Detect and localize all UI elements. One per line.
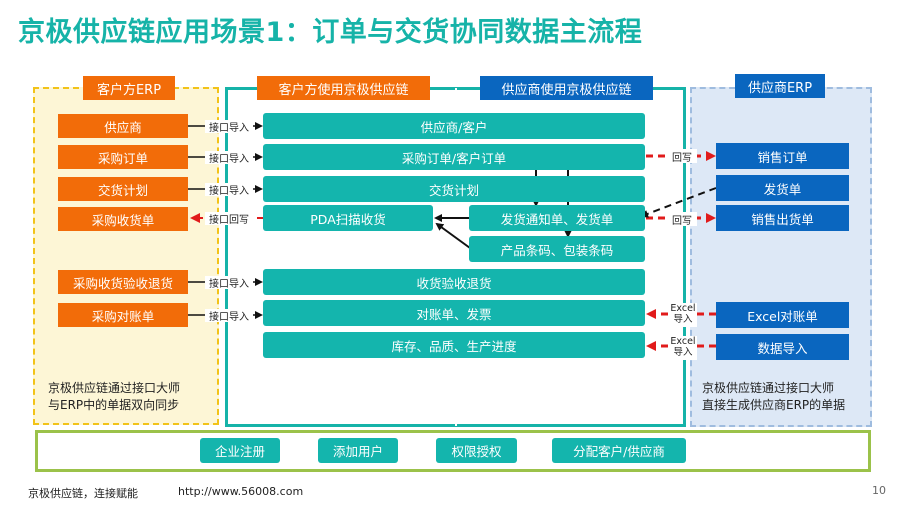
jd-item-reconciliation: 对账单、发票	[263, 300, 645, 326]
import-label: 接口导入	[205, 309, 253, 323]
header-supplier-jd: 供应商使用京极供应链	[480, 76, 653, 100]
step-authorize: 权限授权	[436, 438, 517, 463]
jd-item-return: 收货验收退货	[263, 269, 645, 295]
footer-url[interactable]: http://www.56008.com	[178, 485, 304, 498]
writeback-label: 接口回写	[205, 212, 253, 226]
customer-item-return: 采购收货验收退货	[58, 270, 188, 294]
supplier-item-sales-delivery: 销售出货单	[716, 205, 849, 231]
supplier-item-excel-reconciliation: Excel对账单	[716, 302, 849, 328]
customer-erp-zone	[33, 87, 219, 425]
import-label: 接口导入	[205, 151, 253, 165]
step-assign: 分配客户/供应商	[552, 438, 686, 463]
writeback-label: 回写	[667, 212, 697, 227]
import-label: 接口导入	[205, 120, 253, 134]
jd-item-inventory: 库存、品质、生产进度	[263, 332, 645, 358]
customer-item-receipt: 采购收货单	[58, 207, 188, 231]
platform-divider	[455, 88, 457, 426]
customer-item-delivery-plan: 交货计划	[58, 177, 188, 201]
customer-item-supplier: 供应商	[58, 114, 188, 138]
jd-item-supplier-customer: 供应商/客户	[263, 113, 645, 139]
header-customer-jd: 客户方使用京极供应链	[257, 76, 430, 100]
jd-item-delivery-plan: 交货计划	[263, 176, 645, 202]
step-register: 企业注册	[200, 438, 280, 463]
supplier-item-sales-order: 销售订单	[716, 143, 849, 169]
jd-item-shipping-notice: 发货通知单、发货单	[469, 205, 645, 231]
page-title: 京极供应链应用场景1：订单与交货协同数据主流程	[18, 17, 643, 48]
supplier-item-data-import: 数据导入	[716, 334, 849, 360]
customer-note: 京极供应链通过接口大师与ERP中的单据双向同步	[48, 381, 181, 412]
writeback-label: 回写	[667, 149, 697, 164]
jd-item-orders: 采购订单/客户订单	[263, 144, 645, 170]
customer-item-purchase-order: 采购订单	[58, 145, 188, 169]
import-label: 接口导入	[205, 276, 253, 290]
supplier-item-shipping: 发货单	[716, 175, 849, 201]
import-label: 接口导入	[205, 183, 253, 197]
page-number: 10	[872, 484, 886, 497]
footer-slogan: 京极供应链，连接赋能	[28, 487, 138, 500]
customer-item-reconciliation: 采购对账单	[58, 303, 188, 327]
jd-item-pda-scan: PDA扫描收货	[263, 205, 433, 231]
jd-item-barcodes: 产品条码、包装条码	[469, 236, 645, 262]
header-customer-erp: 客户方ERP	[83, 76, 175, 100]
step-add-user: 添加用户	[318, 438, 398, 463]
header-supplier-erp: 供应商ERP	[735, 74, 825, 98]
supplier-note: 京极供应链通过接口大师直接生成供应商ERP的单据	[702, 381, 846, 412]
